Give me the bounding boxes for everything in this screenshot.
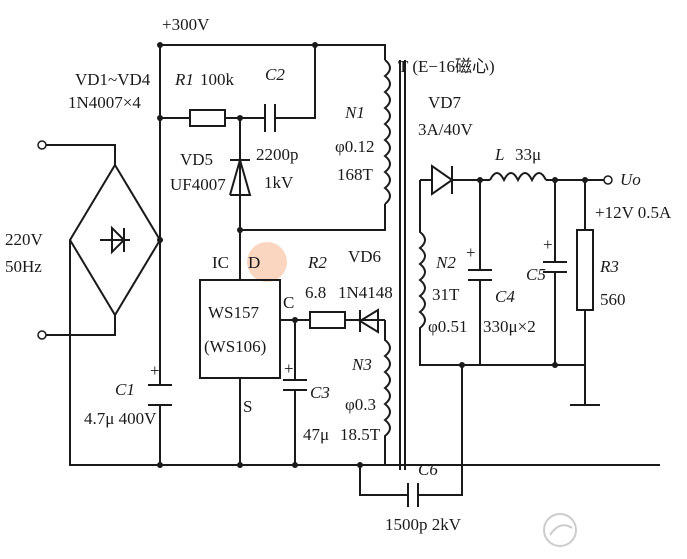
r1-value: 100k xyxy=(200,70,235,89)
component-labels: +300V VD1~VD4 1N4007×4 220V 50Hz R1 100k… xyxy=(5,15,672,534)
n1-wire: φ0.12 xyxy=(335,137,375,156)
vd5-part: UF4007 xyxy=(170,175,226,194)
c4-name: C4 xyxy=(495,287,515,306)
r2-value: 6.8 xyxy=(305,283,326,302)
c1-plus: + xyxy=(150,361,160,380)
r2-name: R2 xyxy=(307,253,327,272)
r1-name: R1 xyxy=(174,70,194,89)
output-name: Uo xyxy=(620,170,641,189)
c6-value: 1500p 2kV xyxy=(385,515,462,534)
c4-c5-value: 330μ×2 xyxy=(483,317,536,336)
n3-wire: φ0.3 xyxy=(345,395,376,414)
c2-voltage: 1kV xyxy=(264,173,294,192)
n2-turns: 31T xyxy=(432,285,460,304)
vd5-name: VD5 xyxy=(180,150,213,169)
n2-wire: φ0.51 xyxy=(428,317,468,336)
l-value: 33μ xyxy=(515,145,541,164)
rail-label: +300V xyxy=(162,15,210,34)
r3-name: R3 xyxy=(599,257,619,276)
ic-pin-c: C xyxy=(283,293,294,312)
output-value: +12V 0.5A xyxy=(595,203,672,222)
c3-plus: + xyxy=(284,359,294,378)
c4-plus: + xyxy=(466,243,476,262)
r3-value: 560 xyxy=(600,290,626,309)
vd6-part: 1N4148 xyxy=(338,283,393,302)
bridge-name: VD1~VD4 xyxy=(75,70,151,89)
c6-name: C6 xyxy=(418,460,438,479)
c3-value: 47μ xyxy=(303,425,329,444)
input-frequency: 50Hz xyxy=(5,257,42,276)
ic-alt-part: (WS106) xyxy=(204,337,266,356)
c2-value: 2200p xyxy=(256,145,299,164)
n1-name: N1 xyxy=(344,103,365,122)
ic-part: WS157 xyxy=(208,303,260,322)
c3-name: C3 xyxy=(310,383,330,402)
c5-plus: + xyxy=(543,235,553,254)
junction-dots xyxy=(157,42,588,468)
bridge-part: 1N4007×4 xyxy=(68,93,141,112)
n2-name: N2 xyxy=(435,253,456,272)
c2-name: C2 xyxy=(265,65,285,84)
vd6-name: VD6 xyxy=(348,247,381,266)
n1-turns: 168T xyxy=(337,165,374,184)
transformer-label: T (E−16磁心) xyxy=(398,57,495,76)
vd7-name: VD7 xyxy=(428,93,462,112)
n3-turns: 18.5T xyxy=(340,425,381,444)
n3-name: N3 xyxy=(351,355,372,374)
ic-pin-d: D xyxy=(248,253,260,272)
wires xyxy=(46,44,660,507)
input-voltage: 220V xyxy=(5,230,44,249)
c1-value: 4.7μ 400V xyxy=(84,409,157,428)
c1-name: C1 xyxy=(115,380,135,399)
c5-name: C5 xyxy=(526,265,546,284)
ic-pin-s: S xyxy=(243,397,252,416)
terminals[interactable] xyxy=(37,140,613,340)
ic-label: IC xyxy=(212,253,229,272)
watermark-dzsc-logo xyxy=(247,242,287,282)
watermark-elecfans-logo xyxy=(543,513,577,547)
vd7-rating: 3A/40V xyxy=(418,120,474,139)
l-name: L xyxy=(494,145,504,164)
